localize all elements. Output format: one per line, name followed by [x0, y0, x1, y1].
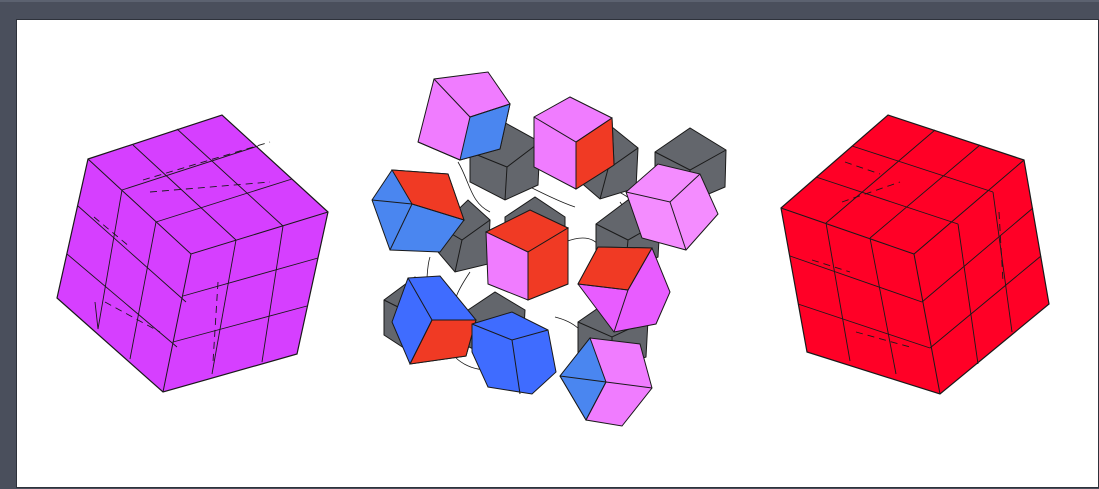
pink-blue-cubie-bottom: [560, 338, 652, 426]
magenta-cube: [57, 115, 328, 392]
blue-orange-cubie-bottom: [392, 276, 476, 364]
pink-blue-cubie: [418, 72, 510, 160]
pink-orange-cubie-center: [486, 210, 568, 300]
red-cube: [781, 115, 1049, 394]
cube-illustration: [16, 19, 1099, 488]
blue-cubie: [472, 312, 556, 394]
red-cube-body: [781, 115, 1049, 394]
figure-canvas: [16, 19, 1099, 488]
exploded-cubies: [372, 72, 726, 426]
